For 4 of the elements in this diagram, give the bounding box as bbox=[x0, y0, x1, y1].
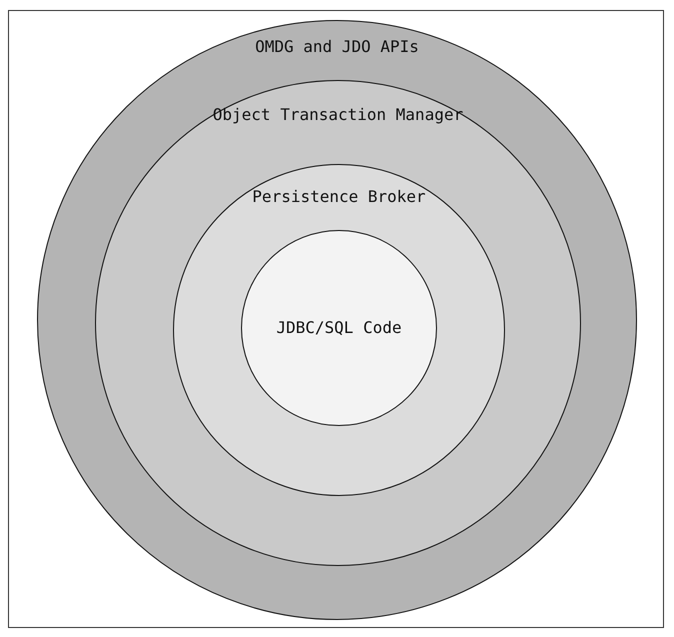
layer-label: Persistence Broker bbox=[252, 187, 426, 206]
layer-label: Object Transaction Manager bbox=[212, 105, 464, 124]
layer-label: OMDG and JDO APIs bbox=[255, 37, 419, 56]
layer-label: JDBC/SQL Code bbox=[276, 318, 402, 337]
